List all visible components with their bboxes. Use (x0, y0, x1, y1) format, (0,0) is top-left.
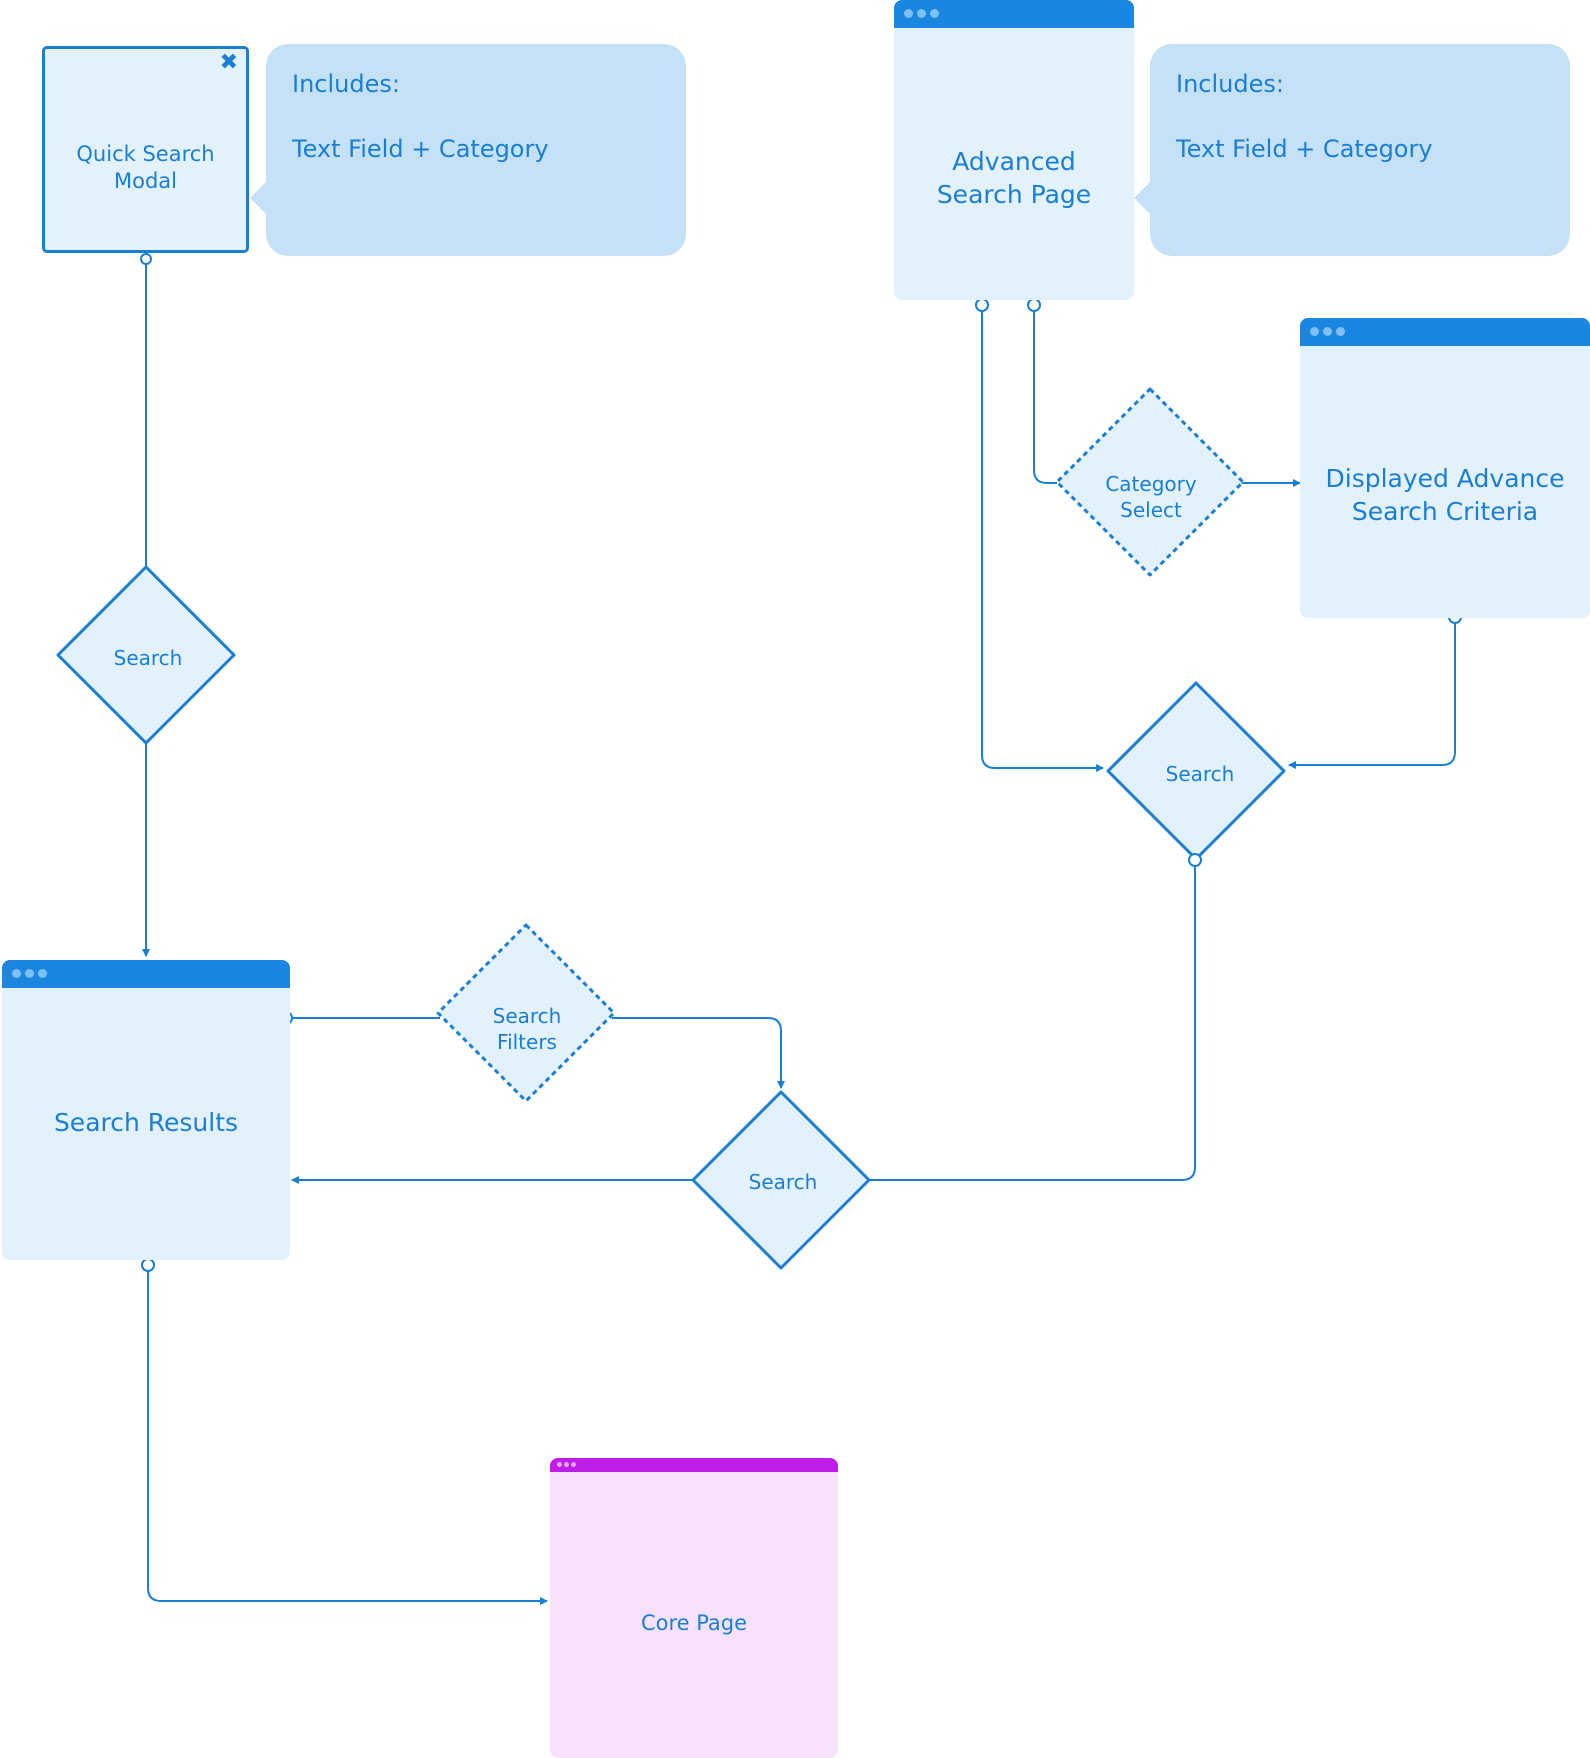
window-dots-icon (557, 1462, 576, 1467)
modal-label: Quick Search Modal (45, 141, 246, 196)
search-decision-left (56, 565, 236, 745)
note-body: Text Field + Category (1176, 135, 1433, 163)
displayed-criteria-window: Displayed Advance Search Criteria (1300, 318, 1590, 618)
modal-label-line2: Modal (114, 169, 177, 194)
port-advanced-right (1027, 298, 1041, 312)
search-results-label: Search Results (53, 1108, 239, 1137)
category-label-line2: Select (1120, 498, 1182, 522)
search-left-label: Search (113, 646, 183, 670)
search-bottom-label: Search (748, 1170, 818, 1194)
port-right-search-bottom (1188, 853, 1202, 867)
note-body: Text Field + Category (292, 135, 549, 163)
window-title-bar (2, 960, 290, 988)
includes-note-left: Includes: Text Field + Category (250, 44, 686, 256)
window-title-bar (894, 0, 1134, 28)
search-results-window: Search Results (2, 960, 290, 1260)
port-modal-bottom (140, 253, 152, 265)
connector-filters-to-search (612, 1017, 785, 1089)
category-select-decision (1055, 387, 1245, 577)
search-filters-label: Search Filters (493, 1003, 562, 1055)
connector-results-to-core (147, 1265, 548, 1605)
quick-search-modal: ✖ Quick Search Modal (42, 46, 249, 253)
connector-criteria-to-right-search (1288, 617, 1456, 769)
note-pointer (250, 181, 267, 215)
note-heading: Includes: (292, 70, 400, 98)
window-dots-icon (12, 969, 47, 978)
modal-label-line1: Quick Search (76, 142, 215, 166)
search-decision-bottom (691, 1090, 871, 1270)
category-label-line1: Category (1105, 472, 1197, 496)
window-dots-icon (1310, 327, 1345, 336)
criteria-label-line1: Displayed Advance (1325, 464, 1565, 493)
category-select-label: Category Select (1105, 471, 1196, 523)
note-heading: Includes: (1176, 70, 1284, 98)
advanced-label-line1: Advanced (952, 147, 1076, 176)
advanced-search-page-window: Advanced Search Page (894, 0, 1134, 300)
window-dots-icon (904, 9, 939, 18)
core-page-window: Core Page (550, 1458, 838, 1758)
window-title-bar (1300, 318, 1590, 346)
criteria-label: Displayed Advance Search Criteria (1300, 463, 1590, 528)
advanced-label-line2: Search Page (936, 179, 1092, 209)
includes-note-right: Includes: Text Field + Category (1134, 44, 1570, 256)
core-page-label: Core Page (640, 1611, 748, 1635)
connector-advanced-to-category (1033, 305, 1057, 484)
criteria-label-line2: Search Criteria (1351, 496, 1539, 526)
search-right-label: Search (1165, 762, 1235, 786)
window-title-bar (550, 1458, 838, 1472)
port-advanced-left (975, 298, 989, 312)
connector-right-search-to-bottom-search (870, 860, 1196, 1181)
port-results-bottom (141, 1258, 155, 1272)
filters-label-line1: Search (492, 1004, 562, 1028)
search-filters-decision (436, 923, 616, 1103)
filters-label-line2: Filters (497, 1030, 557, 1054)
connector-advanced-to-right-search (981, 305, 1104, 772)
close-icon[interactable]: ✖ (219, 50, 238, 75)
note-pointer (1134, 181, 1151, 215)
advanced-search-label: Advanced Search Page (894, 146, 1134, 211)
